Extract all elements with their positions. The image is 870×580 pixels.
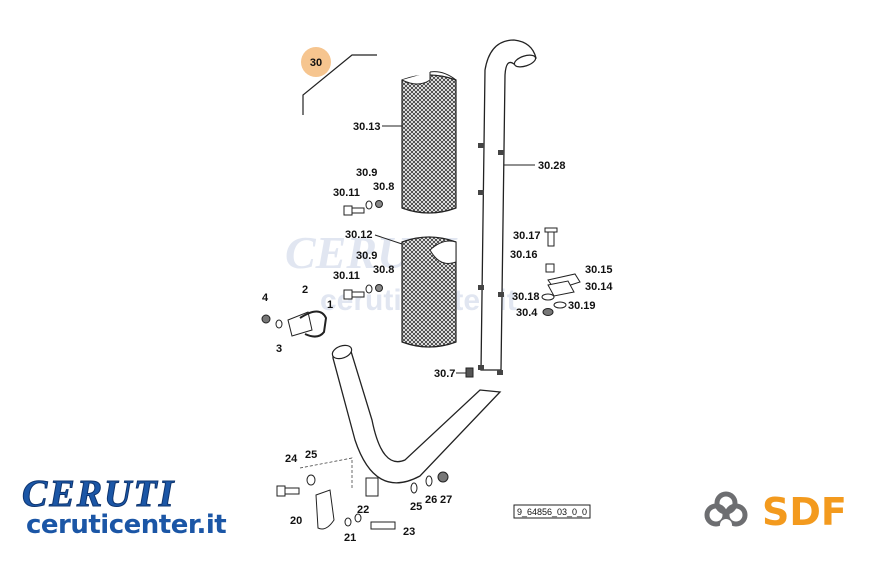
washer-21 <box>344 517 352 527</box>
washer-22 <box>354 513 362 523</box>
drawing-code-box: 9_64856_03_0_0 <box>513 504 591 519</box>
label-25-left: 25 <box>305 449 317 461</box>
group-30-marker: 30 <box>301 47 377 115</box>
label-30-15: 30.15 <box>585 264 613 276</box>
label-30-8-upper: 30.8 <box>373 181 394 193</box>
label-21: 21 <box>344 532 356 544</box>
nut-4 <box>261 314 271 324</box>
group-highlight <box>301 47 331 77</box>
label-30-14: 30.14 <box>585 281 613 293</box>
clamp-2 <box>287 311 313 337</box>
mesh-guard-lower <box>401 236 457 348</box>
washer-26 <box>425 475 433 487</box>
label-30-9-upper: 30.9 <box>356 167 377 179</box>
exhaust-stack-pipe <box>478 39 537 375</box>
pipe-clamp-assembly <box>261 310 328 338</box>
exhaust-elbow-pipe <box>331 344 502 497</box>
washer-25-right <box>410 482 418 494</box>
sdf-logo-text: SDF <box>762 490 847 534</box>
u-bolt-1 <box>299 310 328 338</box>
label-3: 3 <box>276 343 282 355</box>
ceruti-site-link[interactable]: ceruticenter.it <box>26 510 227 540</box>
label-30-8-lower: 30.8 <box>373 264 394 276</box>
label-30-12: 30.12 <box>345 229 373 241</box>
label-30-9-lower: 30.9 <box>356 250 377 262</box>
washer-30-9-lower <box>365 284 373 294</box>
sdf-emblem-icon <box>704 491 748 531</box>
label-24: 24 <box>285 453 298 465</box>
washer-30-9-upper <box>365 200 373 210</box>
label-30-28: 30.28 <box>538 160 566 172</box>
mesh-guard-upper <box>401 71 457 214</box>
label-26: 26 <box>425 494 437 506</box>
bolt-30-11-upper <box>343 205 353 216</box>
bottom-bracket-hardware <box>276 457 449 530</box>
bolt-24 <box>276 485 286 497</box>
label-30-7: 30.7 <box>434 368 455 380</box>
label-30-13: 30.13 <box>353 121 381 133</box>
spacer-30-16 <box>545 263 555 273</box>
drawing-code: 9_64856_03_0_0 <box>517 507 587 517</box>
washer-30-19 <box>553 301 567 309</box>
label-4: 4 <box>262 292 269 304</box>
nut-27 <box>437 471 449 483</box>
label-20: 20 <box>290 515 302 527</box>
label-25-right: 25 <box>410 501 422 513</box>
label-30-11-lower: 30.11 <box>333 270 360 282</box>
bracket-hardware <box>541 227 581 316</box>
bolt-23 <box>370 521 396 530</box>
label-30-4: 30.4 <box>516 307 538 319</box>
label-30-18: 30.18 <box>512 291 540 303</box>
bolt-30-11-lower <box>343 289 353 300</box>
sdf-logo <box>704 491 748 531</box>
group-bracket-line <box>302 54 377 115</box>
label-30-16: 30.16 <box>510 249 538 261</box>
clamp-30-7 <box>465 367 474 378</box>
bolt-set-upper <box>343 200 383 216</box>
ceruti-logo-text: CERUTI <box>22 473 175 515</box>
nut-30-8-upper <box>375 200 383 208</box>
label-27: 27 <box>440 494 452 506</box>
nut-30-8-lower <box>375 284 383 292</box>
bracket-20 <box>315 489 335 530</box>
label-30-11-upper: 30.11 <box>333 187 360 199</box>
ceruti-logo: CERUTI <box>22 473 175 516</box>
label-30-19: 30.19 <box>568 300 596 312</box>
washer-25-left <box>306 474 316 486</box>
leader-30-12 <box>374 234 403 245</box>
bolt-set-lower <box>343 284 383 300</box>
washer-3 <box>275 319 283 329</box>
label-1: 1 <box>327 299 333 311</box>
label-23: 23 <box>403 526 415 538</box>
washer-30-18 <box>541 293 555 301</box>
label-2: 2 <box>302 284 308 296</box>
nut-30-4 <box>542 308 554 316</box>
label-30-17: 30.17 <box>513 230 541 242</box>
group-label: 30 <box>310 57 322 69</box>
label-22: 22 <box>357 504 369 516</box>
plate-30-14 <box>547 280 575 297</box>
